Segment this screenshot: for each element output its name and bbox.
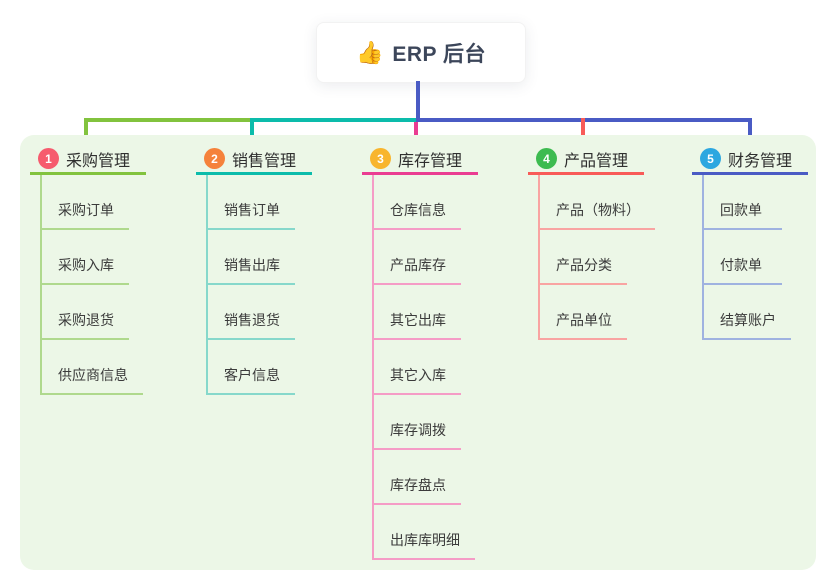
- branch-sales-items: 销售订单 销售出库 销售退货 客户信息: [206, 175, 312, 395]
- branch-inventory: 3 库存管理 仓库信息 产品库存 其它出库 其它入库 库存调拨 库存盘点 出库库…: [362, 145, 478, 560]
- node-payment-doc[interactable]: 付款单: [704, 230, 782, 285]
- node-sales-order[interactable]: 销售订单: [208, 175, 295, 230]
- branch-finance-header[interactable]: 5 财务管理: [692, 145, 808, 175]
- node-purchase-return[interactable]: 采购退货: [42, 285, 129, 340]
- node-label: 库存调拨: [390, 422, 446, 439]
- node-customer-info[interactable]: 客户信息: [208, 340, 295, 395]
- node-purchase-inbound[interactable]: 采购入库: [42, 230, 129, 285]
- node-label: 结算账户: [720, 312, 776, 329]
- node-product-unit[interactable]: 产品单位: [540, 285, 627, 340]
- branch-purchase-header[interactable]: 1 采购管理: [30, 145, 146, 175]
- node-label: 产品单位: [556, 312, 612, 329]
- node-warehouse-info[interactable]: 仓库信息: [374, 175, 461, 230]
- node-label: 其它入库: [390, 367, 446, 384]
- node-label: 供应商信息: [58, 367, 128, 384]
- connector-drop-branch1: [84, 118, 88, 148]
- branch-sales: 2 销售管理 销售订单 销售出库 销售退货 客户信息: [196, 145, 312, 395]
- node-sales-return[interactable]: 销售退货: [208, 285, 295, 340]
- node-label: 产品库存: [390, 257, 446, 274]
- root-node[interactable]: 👍 ERP 后台: [316, 22, 526, 83]
- node-label: 出库库明细: [390, 532, 460, 549]
- node-label: 采购退货: [58, 312, 114, 329]
- node-inout-detail[interactable]: 出库库明细: [374, 505, 475, 560]
- node-label: 采购入库: [58, 257, 114, 274]
- branches-panel: [20, 135, 816, 570]
- branch-product-items: 产品（物料） 产品分类 产品单位: [538, 175, 655, 340]
- node-receipt-doc[interactable]: 回款单: [704, 175, 782, 230]
- node-label: 客户信息: [224, 367, 280, 384]
- node-other-outbound[interactable]: 其它出库: [374, 285, 461, 340]
- branch-number-badge: 3: [370, 148, 391, 169]
- node-supplier-info[interactable]: 供应商信息: [42, 340, 143, 395]
- connector-bus-green: [84, 118, 254, 122]
- branch-product-header[interactable]: 4 产品管理: [528, 145, 644, 175]
- node-product-stock[interactable]: 产品库存: [374, 230, 461, 285]
- node-label: 仓库信息: [390, 202, 446, 219]
- node-label: 库存盘点: [390, 477, 446, 494]
- node-label: 回款单: [720, 202, 762, 219]
- branch-finance-items: 回款单 付款单 结算账户: [702, 175, 808, 340]
- thumbs-up-icon: 👍: [355, 39, 384, 65]
- node-sales-outbound[interactable]: 销售出库: [208, 230, 295, 285]
- connector-root-stem: [416, 81, 420, 122]
- node-label: 销售出库: [224, 257, 280, 274]
- branch-title: 财务管理: [728, 152, 793, 170]
- root-title: ERP 后台: [392, 42, 487, 66]
- connector-drop-branch4: [581, 118, 585, 148]
- branch-title: 产品管理: [564, 152, 629, 170]
- branch-finance: 5 财务管理 回款单 付款单 结算账户: [692, 145, 808, 340]
- node-label: 销售订单: [224, 202, 280, 219]
- node-label: 付款单: [720, 257, 762, 274]
- connector-bus-teal: [252, 118, 418, 122]
- node-purchase-order[interactable]: 采购订单: [42, 175, 129, 230]
- node-label: 产品分类: [556, 257, 612, 274]
- node-settlement-account[interactable]: 结算账户: [704, 285, 791, 340]
- node-stock-count[interactable]: 库存盘点: [374, 450, 461, 505]
- branch-number-badge: 1: [38, 148, 59, 169]
- branch-inventory-header[interactable]: 3 库存管理: [362, 145, 478, 175]
- branch-product: 4 产品管理 产品（物料） 产品分类 产品单位: [528, 145, 655, 340]
- branch-purchase: 1 采购管理 采购订单 采购入库 采购退货 供应商信息: [30, 145, 146, 395]
- node-label: 产品（物料）: [556, 202, 640, 219]
- branch-title: 销售管理: [232, 152, 297, 170]
- connector-drop-branch2: [250, 118, 254, 148]
- branch-number-badge: 5: [700, 148, 721, 169]
- branch-number-badge: 2: [204, 148, 225, 169]
- node-label: 其它出库: [390, 312, 446, 329]
- node-label: 销售退货: [224, 312, 280, 329]
- branch-number-badge: 4: [536, 148, 557, 169]
- node-stock-transfer[interactable]: 库存调拨: [374, 395, 461, 450]
- node-product-category[interactable]: 产品分类: [540, 230, 627, 285]
- branch-inventory-items: 仓库信息 产品库存 其它出库 其它入库 库存调拨 库存盘点 出库库明细: [372, 175, 478, 560]
- branch-sales-header[interactable]: 2 销售管理: [196, 145, 312, 175]
- branch-title: 库存管理: [398, 152, 463, 170]
- branch-title: 采购管理: [66, 152, 131, 170]
- node-product-material[interactable]: 产品（物料）: [540, 175, 655, 230]
- node-other-inbound[interactable]: 其它入库: [374, 340, 461, 395]
- branch-purchase-items: 采购订单 采购入库 采购退货 供应商信息: [40, 175, 146, 395]
- node-label: 采购订单: [58, 202, 114, 219]
- connector-drop-branch5: [748, 118, 752, 148]
